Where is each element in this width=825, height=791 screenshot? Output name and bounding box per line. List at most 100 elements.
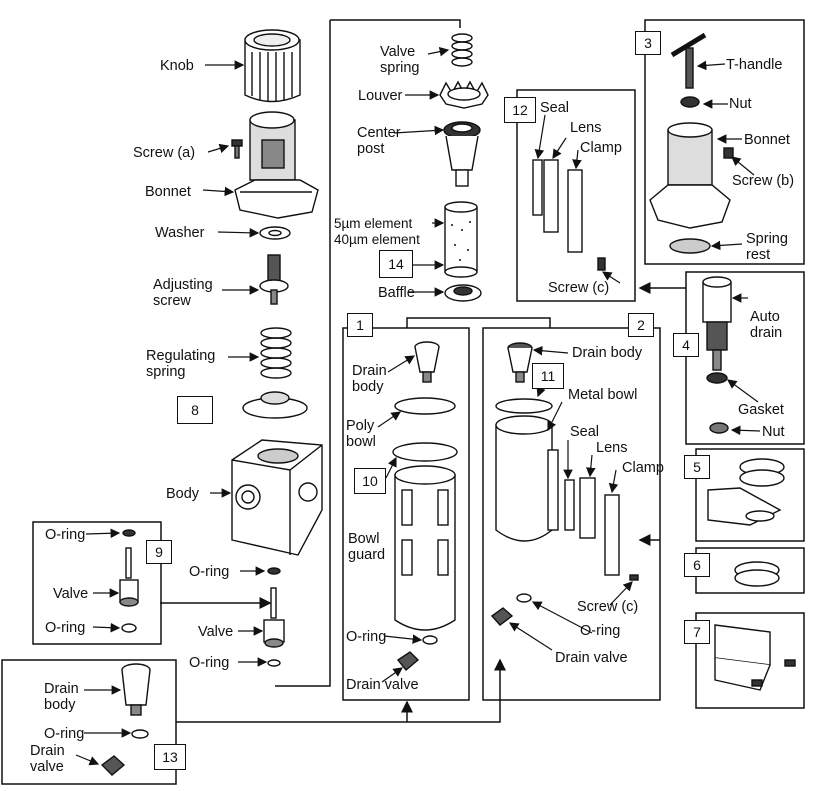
bowl-guard-part xyxy=(394,465,456,631)
oring-10-part xyxy=(392,442,458,462)
diaphragm-8-part xyxy=(242,391,308,419)
frame-group-2 xyxy=(482,327,661,701)
label-drain-body-13: Drain body xyxy=(44,681,79,713)
label-oring-2: O-ring xyxy=(580,623,621,639)
center-post-part xyxy=(443,121,481,187)
bracket-5-part xyxy=(707,458,785,526)
label-oring-13: O-ring xyxy=(44,726,85,742)
label-bowl-guard: Bowl guard xyxy=(348,531,386,563)
callout-12: 12 xyxy=(504,97,536,123)
frame-group-12 xyxy=(516,89,636,302)
callout-14: 14 xyxy=(379,250,413,278)
label-gasket: Gasket xyxy=(738,402,784,418)
main-to-center-line xyxy=(275,320,331,687)
label-screw-c-2: Screw (c) xyxy=(577,599,639,615)
callout-3: 3 xyxy=(635,31,661,55)
frame-group-4 xyxy=(685,271,805,445)
callout-11: 11 xyxy=(532,363,564,389)
label-lens-2: Lens xyxy=(596,440,628,456)
regulating-spring-part xyxy=(260,327,292,379)
nut-3-part xyxy=(680,96,700,108)
group13-arrow xyxy=(176,658,506,723)
oring-9a-part xyxy=(122,529,136,537)
label-nut-4: Nut xyxy=(762,424,785,440)
callout-1: 1 xyxy=(347,313,373,337)
label-center-post: Center post xyxy=(357,125,401,157)
seal-2-part xyxy=(564,479,575,531)
oring-11-part xyxy=(495,398,553,414)
ring-nut-6-part xyxy=(734,561,780,587)
callout-13: 13 xyxy=(154,744,186,770)
adjusting-screw-part xyxy=(259,254,289,305)
body-part xyxy=(231,439,323,556)
label-t-handle: T-handle xyxy=(726,57,783,73)
bonnet-part xyxy=(234,111,319,219)
label-oring-main-2: O-ring xyxy=(189,655,230,671)
metal-bowl-part xyxy=(495,415,559,542)
label-drain-body-1: Drain body xyxy=(352,363,387,395)
label-auto-drain: Auto drain xyxy=(750,309,783,341)
label-drain-valve-2: Drain valve xyxy=(555,650,628,666)
callout-5: 5 xyxy=(684,455,710,479)
seal-12-part xyxy=(532,159,543,216)
louver-part xyxy=(439,80,489,109)
t-handle-part xyxy=(670,32,707,89)
label-bonnet: Bonnet xyxy=(145,184,191,200)
oring-main-1-part xyxy=(267,567,281,575)
oring-main-2-part xyxy=(267,659,281,667)
frame-group-9 xyxy=(32,521,162,645)
oring-9b-part xyxy=(121,623,137,633)
lens-2-part xyxy=(579,477,596,539)
label-nut-3: Nut xyxy=(729,96,752,112)
label-spring-rest: Spring rest xyxy=(746,231,788,263)
lens-12-part xyxy=(543,159,559,233)
label-screw-a: Screw (a) xyxy=(133,145,196,161)
spring-rest-part xyxy=(669,238,711,254)
label-poly-bowl: Poly bowl xyxy=(346,418,376,450)
screw-c-12-part xyxy=(597,257,606,271)
screw-c-2-part xyxy=(629,574,639,581)
label-oring-9a: O-ring xyxy=(45,527,86,543)
screw-a-part xyxy=(231,139,243,159)
auto-drain-part xyxy=(702,276,732,371)
drain-valve-2-part xyxy=(490,607,514,626)
oring-2-part xyxy=(516,593,532,603)
label-valve-main: Valve xyxy=(198,624,234,640)
oring-13-part xyxy=(131,729,149,739)
oring-1-part xyxy=(422,635,438,645)
drain-body-1-part xyxy=(414,341,440,383)
callout-9: 9 xyxy=(146,540,172,564)
label-washer: Washer xyxy=(155,225,205,241)
label-oring-main-1: O-ring xyxy=(189,564,230,580)
drain-body-13-part xyxy=(121,663,151,716)
valve-main-part xyxy=(263,587,285,648)
label-seal-12: Seal xyxy=(540,100,570,116)
label-element: 5µm element 40µm element xyxy=(334,216,420,247)
callout-8: 8 xyxy=(177,396,213,424)
label-drain-valve-13: Drain valve xyxy=(30,743,65,775)
label-metal-bowl: Metal bowl xyxy=(568,387,638,403)
filter-element-part xyxy=(444,201,478,278)
frame-group-5 xyxy=(695,448,805,542)
label-body: Body xyxy=(166,486,200,502)
label-screw-b: Screw (b) xyxy=(732,173,795,189)
label-knob: Knob xyxy=(160,58,194,74)
frame-group-3 xyxy=(644,19,805,265)
knob-part xyxy=(244,29,301,103)
callout-2: 2 xyxy=(628,313,654,337)
label-drain-valve-1: Drain valve xyxy=(346,677,419,693)
label-louver: Louver xyxy=(358,88,403,104)
callout-7: 7 xyxy=(684,620,710,644)
label-bonnet-3: Bonnet xyxy=(744,132,790,148)
callout-6: 6 xyxy=(684,553,710,577)
frame-group-1 xyxy=(342,327,470,701)
callout-10: 10 xyxy=(354,468,386,494)
callout-4: 4 xyxy=(673,333,699,357)
clamp-2-part xyxy=(604,494,620,576)
label-adjusting-screw: Adjusting screw xyxy=(153,277,213,309)
frame-bridge xyxy=(406,317,551,328)
valve-9-part xyxy=(119,547,139,607)
label-lens-12: Lens xyxy=(570,120,602,136)
